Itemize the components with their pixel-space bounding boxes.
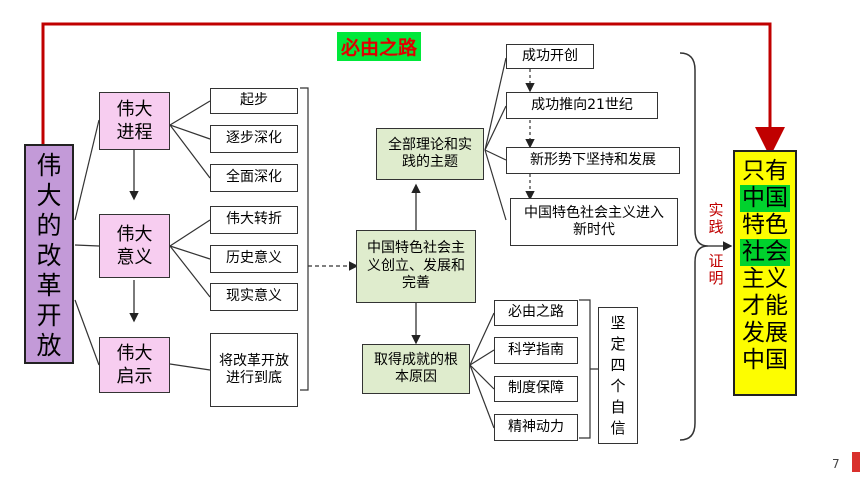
node-new-situation: 新形势下坚持和发展 <box>506 147 680 174</box>
node-four-confidences: 坚定四个自信 <box>598 307 638 444</box>
node-root-cause: 取得成就的根本原因 <box>362 344 470 394</box>
corner-mark <box>852 452 860 472</box>
node-success-21: 成功推向21世纪 <box>506 92 658 119</box>
node-practical: 现实意义 <box>210 283 298 311</box>
node-process: 伟大进程 <box>99 92 170 150</box>
start-label: 起步 <box>240 92 268 109</box>
top-label: 必由之路 <box>337 32 422 61</box>
practical-label: 现实意义 <box>226 288 282 305</box>
node-start: 起步 <box>210 88 298 114</box>
process-label: 伟大进程 <box>116 98 153 143</box>
conclusion-text-4: 才能发展中国 <box>742 293 788 373</box>
node-turning-point: 伟大转折 <box>210 206 298 234</box>
middle-brace <box>300 87 309 391</box>
success-start-label: 成功开创 <box>522 47 578 64</box>
cause-fan <box>469 312 495 429</box>
root-cause-label: 取得成就的根本原因 <box>374 351 458 386</box>
success-21-label: 成功推向21世纪 <box>531 96 633 113</box>
conclusion-text-3: 主义 <box>742 266 788 292</box>
meaning-label: 伟大意义 <box>116 223 153 268</box>
node-spiritual-power: 精神动力 <box>494 414 578 441</box>
prove-label: 证明 <box>708 252 724 287</box>
necessary-path-label: 必由之路 <box>508 304 564 321</box>
process-fan <box>169 100 211 371</box>
node-historical: 历史意义 <box>210 245 298 273</box>
gradual-label: 逐步深化 <box>226 130 282 147</box>
node-necessary-path: 必由之路 <box>494 300 578 326</box>
turning-point-label: 伟大转折 <box>226 211 282 228</box>
center-label: 中国特色社会主义创立、发展和完善 <box>367 240 465 292</box>
slide-number: 7 <box>832 457 840 471</box>
node-comprehensive: 全面深化 <box>210 164 298 192</box>
node-theme: 全部理论和实践的主题 <box>376 128 484 180</box>
comprehensive-label: 全面深化 <box>226 169 282 186</box>
node-success-start: 成功开创 <box>506 44 594 69</box>
theme-fan <box>484 57 507 221</box>
node-gradual: 逐步深化 <box>210 125 298 153</box>
four-confidences-label: 坚定四个自信 <box>610 313 626 437</box>
conclusion-text-2: 特色 <box>742 212 788 238</box>
node-system-guarantee: 制度保障 <box>494 376 578 402</box>
historical-label: 历史意义 <box>226 250 282 267</box>
confidence-brace <box>579 299 598 439</box>
node-center: 中国特色社会主义创立、发展和完善 <box>356 230 476 303</box>
root-node: 伟大的改革开放 <box>24 144 74 364</box>
conclusion-text-1: 只有 <box>742 158 788 184</box>
carry-through-label: 将改革开放进行到底 <box>219 352 289 387</box>
right-brace <box>679 52 709 441</box>
node-conclusion: 只有 中国 特色 社会 主义 才能发展中国 <box>733 150 797 396</box>
node-new-era: 中国特色社会主义进入新时代 <box>510 198 678 246</box>
node-scientific-guide: 科学指南 <box>494 337 578 364</box>
practice-label: 实践 <box>708 201 724 236</box>
top-path-line <box>41 22 785 157</box>
root-label: 伟大的改革开放 <box>36 151 62 360</box>
node-carry-through: 将改革开放进行到底 <box>210 333 298 407</box>
theme-label: 全部理论和实践的主题 <box>388 136 472 171</box>
scientific-guide-label: 科学指南 <box>508 341 564 358</box>
root-connectors <box>74 119 100 366</box>
insight-label: 伟大启示 <box>116 342 153 387</box>
conclusion-highlight-2: 社会 <box>740 239 790 266</box>
new-era-label: 中国特色社会主义进入新时代 <box>524 204 664 239</box>
node-meaning: 伟大意义 <box>99 214 170 278</box>
conclusion-highlight-1: 中国 <box>740 185 790 212</box>
new-situation-label: 新形势下坚持和发展 <box>530 151 656 168</box>
system-guarantee-label: 制度保障 <box>508 380 564 397</box>
spiritual-power-label: 精神动力 <box>508 418 564 435</box>
node-insight: 伟大启示 <box>99 337 170 393</box>
